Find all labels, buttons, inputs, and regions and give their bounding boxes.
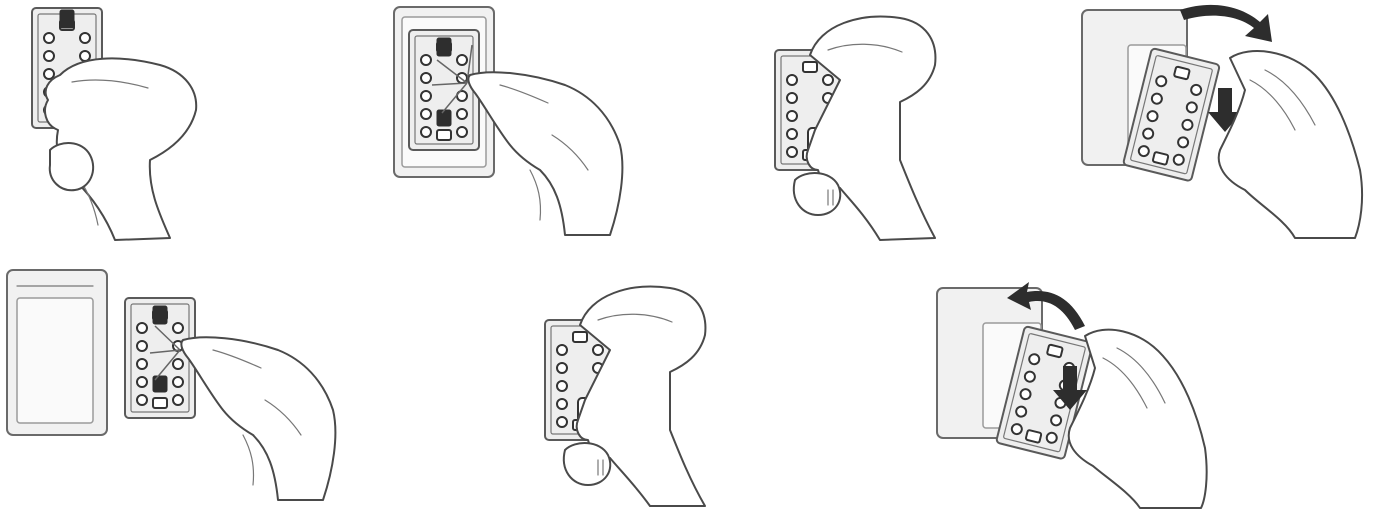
keypad-press-buttons-icon <box>20 0 220 245</box>
cover-close-icon <box>935 278 1215 510</box>
keypad-clear-reset-icon <box>5 268 295 500</box>
step-7-close-cover <box>935 278 1215 510</box>
step-1-press-buttons <box>20 0 220 245</box>
cover-open-icon <box>1080 0 1365 240</box>
step-6-slide-switch <box>540 280 715 508</box>
keypad-slide-switch-icon <box>770 10 945 240</box>
step-3-slide-switch <box>770 10 945 240</box>
keypad-slide-switch-icon <box>540 280 715 508</box>
step-5-clear-reset <box>5 268 295 500</box>
step-4-open-cover <box>1080 0 1365 240</box>
keypad-clear-reset-icon <box>392 5 632 240</box>
step-2-clear-reset <box>392 5 632 240</box>
curved-arrow-icon <box>1180 5 1272 42</box>
